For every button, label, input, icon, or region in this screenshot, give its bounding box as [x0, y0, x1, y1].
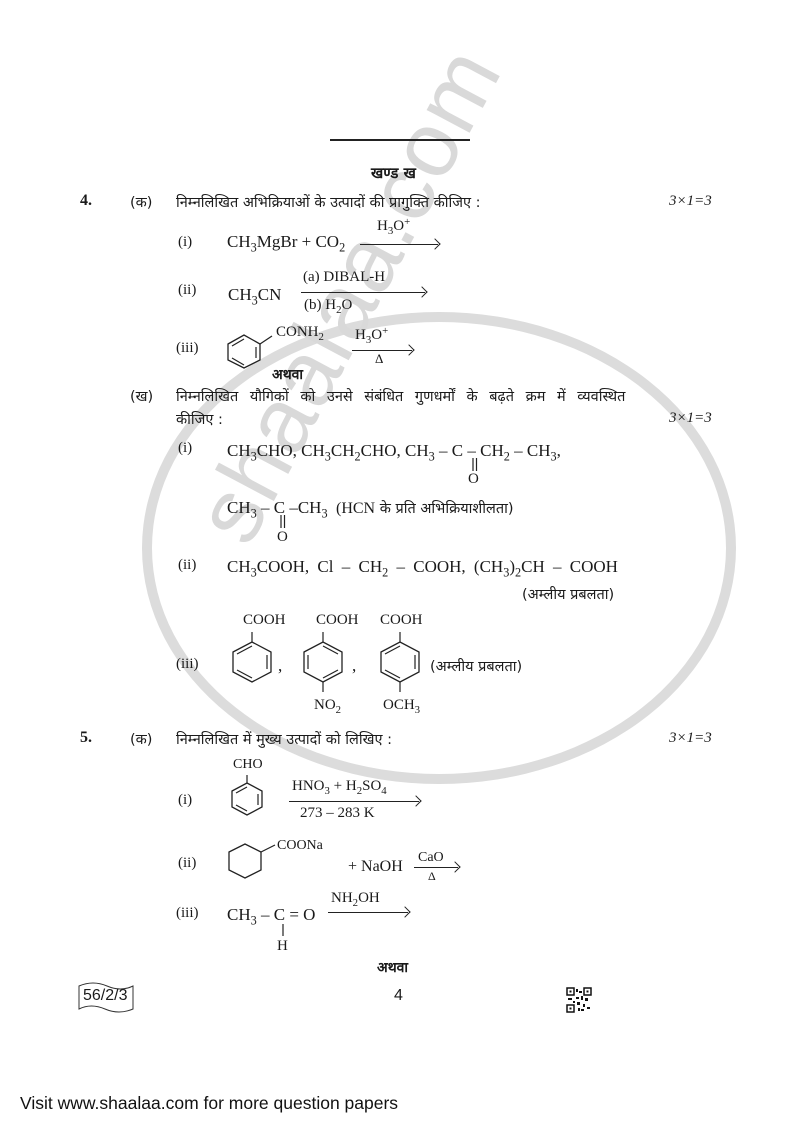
reaction-arrow-icon — [352, 350, 412, 351]
q4-ka-i-label: (i) — [178, 234, 193, 250]
reaction-arrow-icon — [328, 912, 408, 913]
q5-ka-ii-label: (ii) — [178, 855, 197, 871]
q4-kha-ii-compounds: CH3COOH, Cl – CH2 – COOH, (CH3)2CH – COO… — [227, 557, 618, 580]
reaction-arrow-icon — [301, 292, 425, 293]
q4-ka-ii-reagent-above: (a) DIBAL-H — [303, 269, 386, 285]
question-number-5: 5. — [80, 729, 92, 746]
double-bond-icon — [280, 515, 286, 528]
q5-ka-ii-reactant: + NaOH — [348, 858, 403, 875]
q5-ka-ii-reagent-below: Δ — [428, 869, 436, 883]
paper-code-flag-icon — [78, 982, 134, 1013]
q4-ka-i-reactant: CH3MgBr + CO2 — [227, 232, 346, 255]
q4-kha-marks: 3×1=3 — [669, 410, 712, 426]
q4-ka-iii-label: (iii) — [176, 340, 199, 356]
q4-kha-iii-property: (अम्लीय प्रबलता) — [430, 659, 523, 675]
q4-kha-i-compounds-line2: CH3 – C –CH3 — [227, 498, 328, 521]
q5-ka-i-reagent-above: HNO3 + H2SO4 — [292, 778, 387, 797]
methoxybenzoic-acid-cooh: COOH — [380, 612, 423, 628]
qr-code-icon — [566, 987, 592, 1013]
q4-ka-iii-reagent-below: Δ — [375, 351, 384, 366]
comma: , — [278, 656, 283, 675]
page-number: 4 — [394, 987, 403, 1004]
q4-ka-ii-label: (ii) — [178, 282, 197, 298]
reaction-arrow-icon — [289, 801, 419, 802]
reaction-arrow-icon — [360, 244, 438, 245]
q5-ka-i-label: (i) — [178, 792, 193, 808]
q5-ka-i-reagent-below: 273 – 283 K — [300, 805, 375, 821]
q4-kha-i-property: (HCN के प्रति अभिक्रियाशीलता) — [336, 500, 514, 517]
section-title: खण्ड ख — [371, 164, 416, 182]
q5-ka-iii-reactant: CH3 – C = O — [227, 905, 316, 928]
carbonyl-oxygen: O — [468, 471, 479, 487]
nitro-group: NO2 — [314, 697, 342, 716]
q4-part-kha-instruction-line2: कीजिए : — [176, 412, 223, 428]
q5-part-ka-instruction: निम्नलिखित में मुख्य उत्पादों को लिखिए : — [176, 732, 392, 748]
q5-part-ka-label: (क) — [130, 732, 153, 748]
q5-ka-ii-reagent-above: CaO — [418, 850, 444, 865]
double-bond-icon — [472, 458, 478, 471]
q4-kha-i-compounds-line1: CH3CHO, CH3CH2CHO, CH3 – C – CH2 – CH3, — [227, 441, 561, 464]
aldehyde-hydrogen: H — [277, 938, 288, 954]
cyclohexane-ring-icon — [228, 843, 276, 879]
q5-ka-marks: 3×1=3 — [669, 730, 712, 746]
q4-ka-iii-reagent-above: H3O+ — [355, 325, 389, 346]
watermark-circle — [142, 312, 736, 784]
footer-visit-link[interactable]: Visit www.shaalaa.com for more question … — [20, 1093, 399, 1113]
or-separator: अथवा — [377, 960, 409, 976]
q4-part-ka-instruction: निम्नलिखित अभिक्रियाओं के उत्पादों की प्… — [176, 195, 481, 211]
q5-ka-i-substituent: CHO — [233, 757, 263, 772]
benzene-ring-icon — [231, 775, 263, 816]
or-separator: अथवा — [272, 367, 304, 383]
single-bond-icon — [282, 924, 284, 936]
top-rule — [330, 139, 470, 141]
q4-kha-ii-property: (अम्लीय प्रबलता) — [522, 587, 615, 603]
q4-kha-ii-label: (ii) — [178, 557, 197, 573]
q4-ka-i-reagent: H3O+ — [377, 216, 411, 237]
benzene-ring-icon — [303, 632, 343, 692]
reaction-arrow-icon — [414, 867, 458, 868]
q4-part-kha-label: (ख) — [130, 389, 154, 405]
comma: , — [352, 656, 357, 675]
benzene-ring-icon — [232, 632, 272, 683]
question-number-4: 4. — [80, 192, 92, 209]
q4-ka-marks: 3×1=3 — [669, 193, 712, 209]
q5-ka-ii-substituent: COONa — [277, 838, 323, 853]
methoxy-group: OCH3 — [383, 697, 421, 716]
q5-ka-iii-label: (iii) — [176, 905, 199, 921]
q4-ka-ii-reactant: CH3CN — [228, 285, 282, 308]
q5-ka-iii-reagent-above: NH2OH — [331, 890, 380, 909]
benzene-ring-icon — [227, 334, 273, 369]
q4-kha-i-label: (i) — [178, 440, 193, 456]
q4-ka-ii-reagent-below: (b) H2O — [304, 297, 353, 316]
benzoic-acid-cooh: COOH — [243, 612, 286, 628]
paper-code: 56/2/3 — [83, 987, 128, 1004]
q4-part-kha-instruction-line1: निम्नलिखित यौगिकों को उनसे संबंधित गुणधर… — [176, 389, 626, 405]
q4-part-ka-label: (क) — [130, 195, 153, 211]
carbonyl-oxygen: O — [277, 529, 288, 545]
nitrobenzoic-acid-cooh: COOH — [316, 612, 359, 628]
q4-ka-iii-substituent: CONH2 — [276, 324, 324, 343]
q4-kha-iii-label: (iii) — [176, 656, 199, 672]
benzene-ring-icon — [380, 632, 420, 692]
